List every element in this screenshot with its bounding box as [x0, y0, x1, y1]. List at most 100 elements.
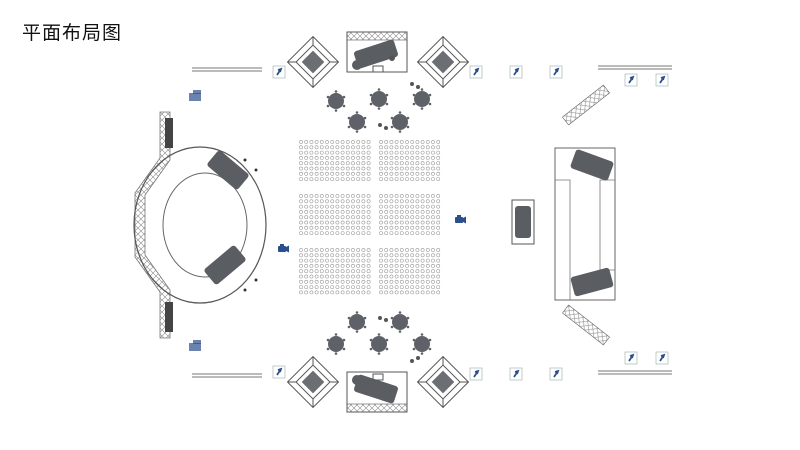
- seat-icon: [405, 290, 409, 295]
- seat-icon: [389, 248, 394, 252]
- seat-icon: [304, 263, 309, 268]
- seat-icon: [314, 204, 319, 209]
- seat-icon: [356, 285, 361, 290]
- seat-icon: [379, 150, 383, 155]
- seat-icon: [361, 204, 366, 209]
- seat-icon: [309, 209, 314, 214]
- seat-icon: [325, 248, 329, 252]
- speaker-icon: [469, 65, 483, 79]
- seat-icon: [366, 161, 371, 166]
- seat-icon: [304, 231, 309, 236]
- seat-icon: [325, 258, 329, 263]
- seat-icon: [361, 194, 366, 198]
- seat-icon: [384, 166, 389, 171]
- seat-icon: [394, 171, 399, 176]
- seat-icon: [425, 199, 430, 204]
- seat-icon: [345, 253, 350, 258]
- seat-icon: [399, 248, 404, 252]
- seat-icon: [309, 161, 314, 166]
- seat-icon: [405, 145, 409, 150]
- seat-icon: [379, 161, 383, 166]
- seat-icon: [319, 274, 324, 279]
- seat-icon: [425, 166, 430, 171]
- seat-icon: [431, 150, 435, 155]
- left-bottom-projector: [189, 340, 201, 351]
- round-table-icon: [369, 333, 389, 355]
- seat-icon: [299, 285, 303, 290]
- seat-icon: [325, 150, 329, 155]
- seat-icon: [366, 155, 371, 160]
- seat-icon: [431, 258, 435, 263]
- seat-icon: [420, 155, 425, 160]
- seat-icon: [420, 263, 425, 268]
- seat-icon: [410, 220, 415, 225]
- seat-icon: [420, 140, 425, 144]
- seat-icon: [410, 194, 415, 198]
- seat-icon: [356, 155, 361, 160]
- seat-icon: [361, 166, 366, 171]
- seat-icon: [394, 269, 399, 274]
- seat-icon: [415, 220, 420, 225]
- seat-icon: [431, 220, 435, 225]
- seat-icon: [436, 150, 441, 155]
- seat-icon: [361, 199, 366, 204]
- seat-icon: [340, 199, 345, 204]
- seat-icon: [314, 290, 319, 295]
- round-table-icon: [412, 88, 432, 110]
- seat-icon: [299, 194, 303, 198]
- seat-icon: [309, 290, 314, 295]
- seat-icon: [340, 285, 345, 290]
- seat-icon: [304, 145, 309, 150]
- seat-icon: [345, 204, 350, 209]
- seat-icon: [304, 194, 309, 198]
- seat-icon: [431, 269, 435, 274]
- seat-icon: [420, 274, 425, 279]
- spotlight-icon: [417, 356, 469, 408]
- seat-icon: [351, 269, 355, 274]
- seat-icon: [335, 258, 340, 263]
- seat-icon: [309, 231, 314, 236]
- seat-icon: [405, 263, 409, 268]
- speaker-icon: [655, 73, 669, 87]
- seat-icon: [384, 177, 389, 182]
- seat-icon: [394, 150, 399, 155]
- seat-icon: [399, 274, 404, 279]
- seat-icon: [394, 161, 399, 166]
- seat-icon: [384, 194, 389, 198]
- seat-icon: [309, 263, 314, 268]
- seat-icon: [410, 285, 415, 290]
- seat-icon: [345, 194, 350, 198]
- seat-icon: [325, 253, 329, 258]
- seat-icon: [319, 220, 324, 225]
- seat-icon: [304, 225, 309, 230]
- round-table-icon: [412, 333, 432, 355]
- seat-icon: [319, 166, 324, 171]
- seat-icon: [425, 145, 430, 150]
- seat-icon: [361, 290, 366, 295]
- seat-icon: [356, 263, 361, 268]
- seat-icon: [335, 194, 340, 198]
- seat-icon: [366, 215, 371, 220]
- seat-icon: [325, 220, 329, 225]
- seat-icon: [399, 209, 404, 214]
- seat-icon: [384, 220, 389, 225]
- seat-icon: [405, 253, 409, 258]
- spotlight-icon: [287, 36, 339, 88]
- seat-icon: [394, 274, 399, 279]
- seat-icon: [410, 263, 415, 268]
- seat-icon: [431, 140, 435, 144]
- seat-icon: [415, 199, 420, 204]
- round-table-icon: [347, 111, 367, 133]
- seat-icon: [340, 248, 345, 252]
- seat-icon: [335, 279, 340, 284]
- seat-icon: [379, 285, 383, 290]
- seat-icon: [319, 194, 324, 198]
- seat-icon: [379, 140, 383, 144]
- seat-icon: [309, 269, 314, 274]
- seat-icon: [431, 231, 435, 236]
- seat-icon: [415, 145, 420, 150]
- seat-icon: [345, 145, 350, 150]
- seat-icon: [425, 279, 430, 284]
- seat-icon: [425, 290, 430, 295]
- seat-icon: [299, 140, 303, 144]
